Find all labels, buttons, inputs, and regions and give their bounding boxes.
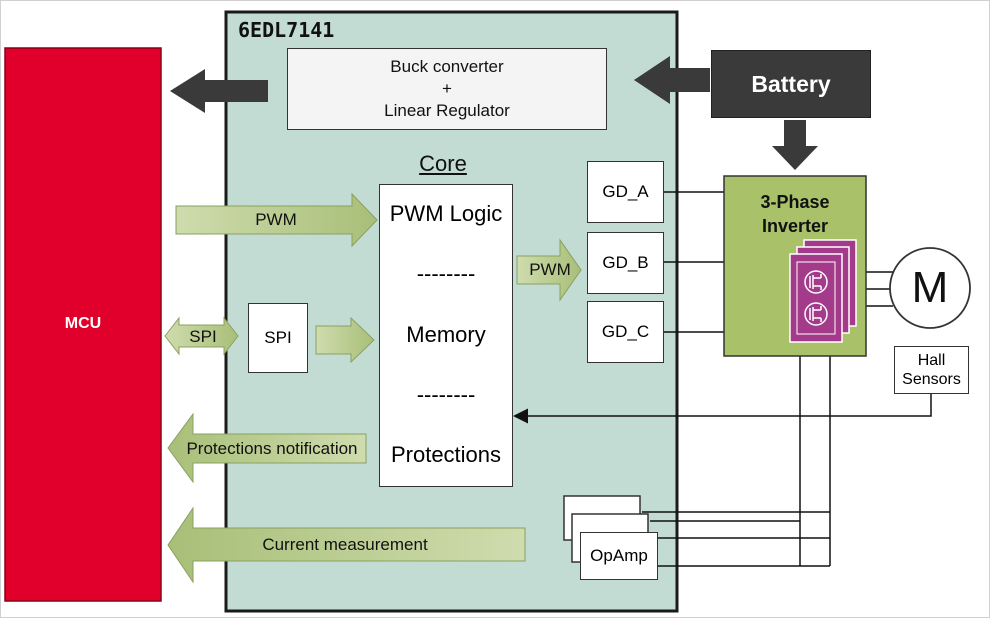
mcu-block	[4, 47, 162, 602]
chip-title: 6EDL7141	[238, 18, 335, 42]
opamp-block: OpAmp	[580, 532, 658, 580]
gd-b-block: GD_B	[587, 232, 664, 294]
core-pwm-logic: PWM Logic	[389, 201, 503, 226]
current-measurement-label: Current measurement	[262, 535, 428, 554]
hall-sensors-block: Hall Sensors	[894, 346, 969, 394]
inverter-line1: 3-Phase	[760, 192, 830, 212]
spi-block: SPI	[248, 303, 308, 373]
gd-a-label: GD_A	[602, 182, 649, 201]
regulator-line2: +	[442, 79, 452, 98]
core-block: PWM Logic -------- Memory -------- Prote…	[379, 184, 513, 487]
pwm-out-arrow	[516, 238, 582, 302]
battery-to-inverter-arrow	[772, 120, 818, 170]
gd-b-label: GD_B	[602, 253, 649, 272]
hall-feedback-line	[513, 393, 932, 424]
opamp-label: OpAmp	[590, 546, 648, 565]
gd-c-block: GD_C	[587, 301, 664, 363]
mosfet-card-front	[789, 253, 843, 343]
spi-bidirectional-arrow	[164, 316, 239, 356]
gd-a-block: GD_A	[587, 161, 664, 223]
core-separator-2: --------	[416, 381, 476, 407]
motor-label: M	[911, 263, 949, 312]
battery-block: Battery	[711, 50, 871, 118]
core-protections: Protections	[390, 442, 502, 467]
current-measurement-arrow	[167, 506, 526, 584]
mcu-label: MCU	[64, 315, 102, 332]
regulator-line3: Linear Regulator	[384, 101, 510, 120]
core-memory: Memory	[406, 321, 486, 347]
pwm-out-label: PWM	[529, 260, 571, 279]
power-to-mcu-arrow	[170, 69, 268, 113]
core-separator-1: --------	[416, 261, 476, 287]
mosfet-icon	[796, 261, 836, 335]
regulator-block: Buck converter + Linear Regulator	[287, 48, 607, 130]
gd-c-label: GD_C	[601, 322, 650, 341]
motor-circle	[889, 247, 971, 329]
core-title: Core	[419, 151, 467, 176]
spi-block-label: SPI	[264, 328, 292, 347]
battery-to-regulator-arrow	[634, 56, 710, 104]
inverter-label: 3-Phase Inverter	[724, 190, 866, 238]
inverter-line2: Inverter	[761, 216, 829, 236]
pwm-in-label: PWM	[255, 210, 297, 229]
protections-notification-arrow	[167, 412, 367, 484]
pwm-in-arrow	[175, 192, 378, 248]
spi-arrow-label: SPI	[189, 327, 217, 346]
regulator-line1: Buck converter	[390, 57, 504, 76]
hall-line1: Hall	[917, 352, 946, 369]
battery-label: Battery	[751, 70, 831, 97]
spi-to-core-arrow	[315, 316, 375, 364]
protections-notification-label: Protections notification	[186, 439, 358, 458]
hall-line2: Sensors	[902, 371, 961, 388]
